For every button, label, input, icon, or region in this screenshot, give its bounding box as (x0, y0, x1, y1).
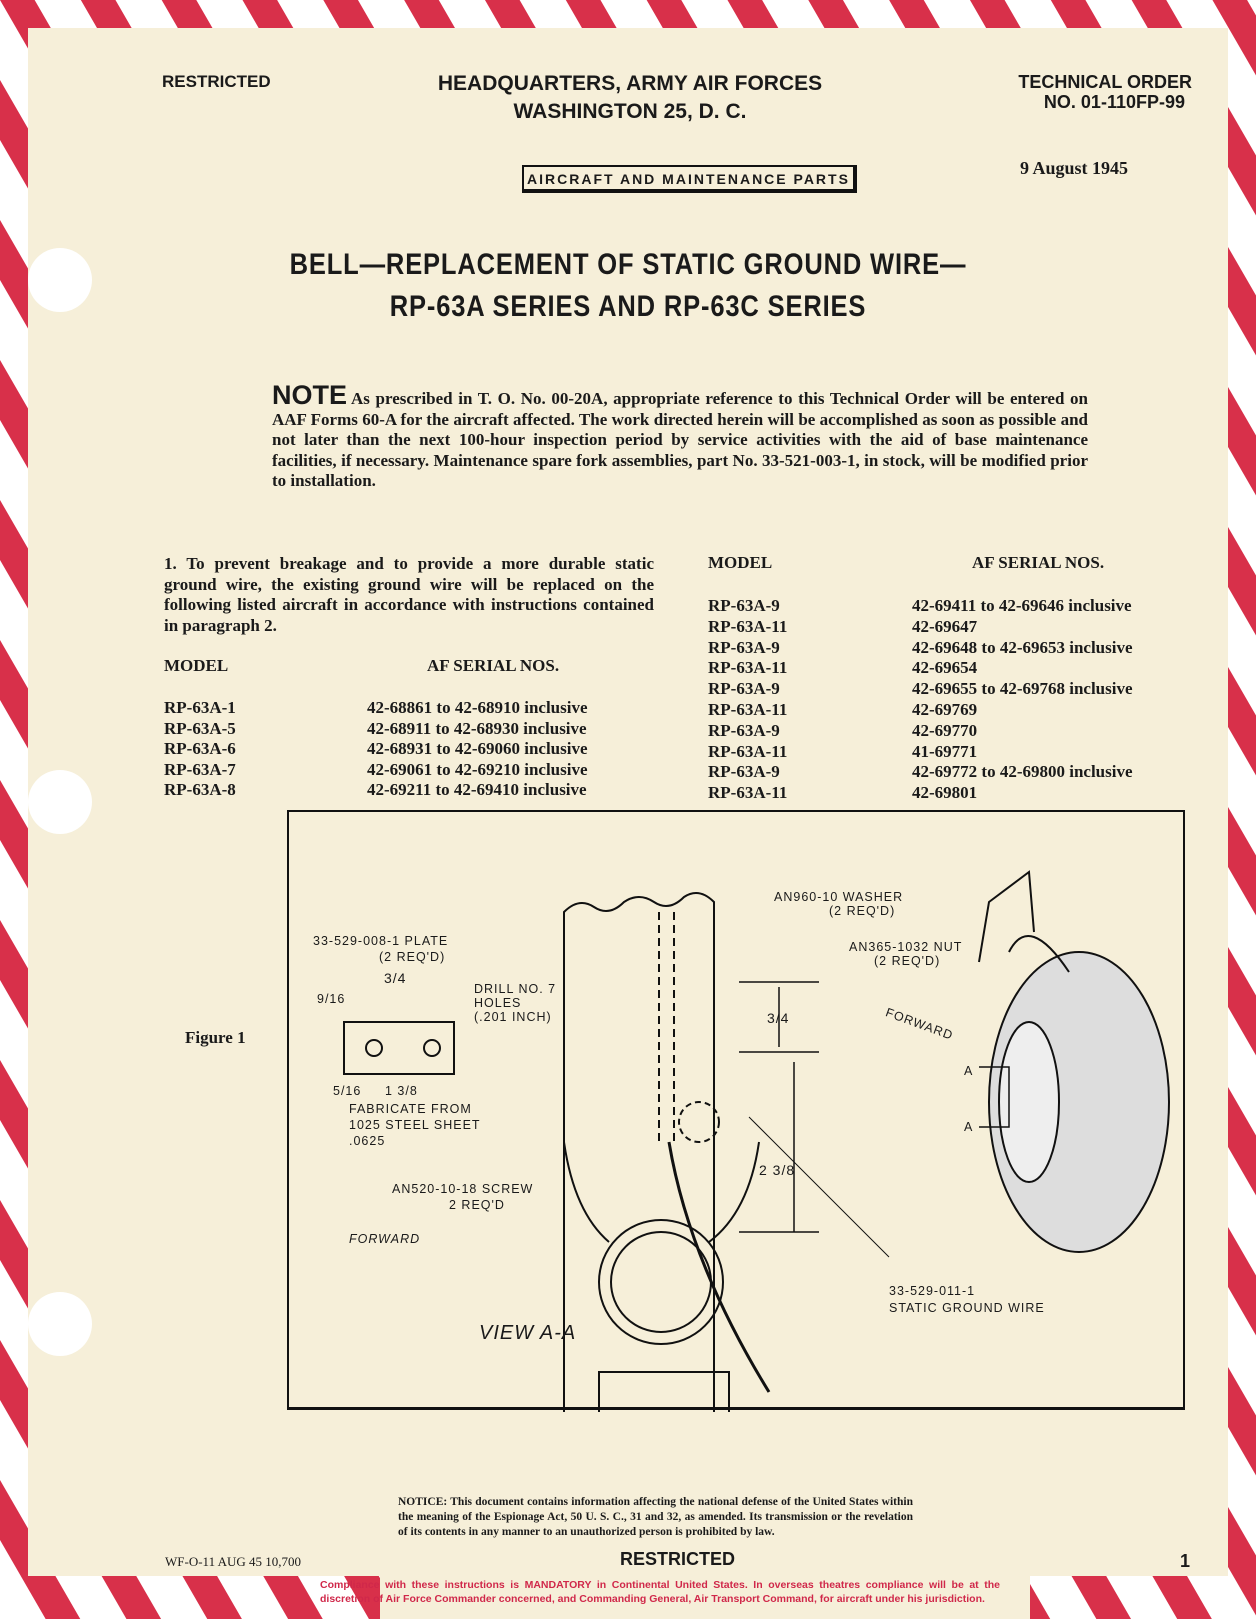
column-header-model: MODEL (708, 553, 773, 572)
section-a-bottom: A (964, 1120, 974, 1134)
dim-2-3-8: 2 3/8 (759, 1162, 796, 1178)
serial-cell: 42-69772 to 42-69800 inclusive (912, 762, 1133, 782)
title-line2: RP-63A SERIES AND RP-63C SERIES (389, 290, 867, 323)
dim-5-16: 5/16 (333, 1084, 362, 1098)
screw-label: AN520-10-18 SCREW (392, 1182, 534, 1196)
title-line1: BELL—REPLACEMENT OF STATIC GROUND WIRE— (289, 248, 967, 281)
fabricate-1: FABRICATE FROM (349, 1102, 472, 1116)
hole-size-label: (.201 INCH) (474, 1010, 552, 1024)
dim-3-4: 3/4 (384, 970, 407, 986)
model-cell: RP-63A-9 (708, 720, 780, 740)
model-cell: RP-63A-8 (164, 780, 236, 800)
nut-label: AN365-1032 NUT (849, 940, 963, 954)
wire-part: 33-529-011-1 (889, 1284, 976, 1298)
to-number: NO. 01-110FP-99 (1043, 92, 1185, 112)
note-text: As prescribed in T. O. No. 00-20A, appro… (272, 389, 1088, 490)
serial-cell: 42-68861 to 42-68910 inclusive (367, 698, 588, 717)
serial-cell: 42-69061 to 42-69210 inclusive (367, 759, 588, 779)
model-cell: RP-63A-11 (708, 783, 788, 803)
dim-1-3-8: 1 3/8 (385, 1084, 418, 1098)
hole-punch (28, 770, 92, 834)
hole-punch (28, 1292, 92, 1356)
model-cell: RP-63A-11 (708, 741, 788, 761)
column-header-serial: AF SERIAL NOS. (972, 553, 1105, 572)
hq-line1: HEADQUARTERS, ARMY AIR FORCES (437, 72, 823, 95)
drill-label: DRILL NO. 7 (474, 982, 557, 996)
model-cell: RP-63A-11 (708, 700, 788, 719)
to-label: TECHNICAL ORDER (1018, 72, 1192, 92)
fabricate-3: .0625 (349, 1134, 386, 1148)
compliance-notice: Compliance with these instructions is MA… (320, 1579, 1000, 1605)
serial-cell: 42-69411 to 42-69646 inclusive (912, 596, 1132, 615)
model-cell: RP-63A-7 (164, 759, 236, 779)
model-cell: RP-63A-5 (164, 718, 236, 738)
model-cell: RP-63A-6 (164, 739, 236, 759)
forward-left: FORWARD (349, 1232, 421, 1246)
landing-gear-drawing (343, 870, 1170, 1412)
dim-3-4-b: 3/4 (767, 1010, 790, 1026)
serial-cell: 42-69769 (912, 700, 978, 719)
serial-cell: 42-69211 to 42-69410 inclusive (367, 780, 587, 800)
date: 9 August 1945 (1020, 158, 1129, 178)
serial-cell: 42-69801 (912, 783, 978, 803)
section-a-top: A (964, 1064, 974, 1078)
holes-label: HOLES (474, 996, 522, 1010)
model-cell: RP-63A-9 (708, 762, 780, 782)
serial-cell: 42-69647 (912, 616, 978, 636)
serial-cell: 42-69648 to 42-69653 inclusive (912, 637, 1133, 657)
hole-punch (28, 248, 92, 312)
screw-req: 2 REQ'D (449, 1198, 505, 1212)
washer-req: (2 REQ'D) (829, 904, 896, 918)
page-number: 1 (1180, 1551, 1191, 1571)
figure-caption: Figure 1 (185, 1028, 246, 1047)
model-cell: RP-63A-1 (164, 698, 236, 717)
model-cell: RP-63A-9 (708, 637, 780, 657)
serial-cell: 42-69770 (912, 720, 978, 740)
classification-top: RESTRICTED (162, 72, 271, 91)
wire-label: STATIC GROUND WIRE (889, 1301, 1045, 1315)
plate-label: 33-529-008-1 PLATE (313, 934, 449, 948)
model-cell: RP-63A-11 (708, 658, 788, 678)
nut-req: (2 REQ'D) (874, 954, 941, 968)
serial-cell: 41-69771 (912, 741, 978, 761)
classification-bottom: RESTRICTED (620, 1549, 736, 1569)
note-label: NOTE (272, 380, 348, 410)
hq-line2: WASHINGTON 25, D. C. (513, 100, 747, 123)
fabricate-2: 1025 STEEL SHEET (349, 1118, 481, 1132)
serial-cell: 42-68931 to 42-69060 inclusive (367, 739, 588, 759)
category-box: AIRCRAFT AND MAINTENANCE PARTS (522, 165, 857, 193)
model-cell: RP-63A-9 (708, 679, 780, 699)
serial-cell: 42-69654 (912, 658, 978, 678)
figure-1: 33-529-008-1 PLATE (2 REQ'D) 3/4 9/16 5/… (287, 810, 1185, 1412)
model-cell: RP-63A-9 (708, 596, 780, 615)
column-header-serial: AF SERIAL NOS. (427, 656, 560, 675)
washer-label: AN960-10 WASHER (774, 890, 904, 904)
dim-9-16: 9/16 (317, 992, 346, 1006)
view-label: VIEW A-A (479, 1322, 577, 1344)
plate-req: (2 REQ'D) (379, 950, 446, 964)
column-header-model: MODEL (164, 656, 229, 675)
model-cell: RP-63A-11 (708, 616, 788, 636)
serial-cell: 42-68911 to 42-68930 inclusive (367, 718, 587, 738)
print-code: WF-O-11 AUG 45 10,700 (165, 1554, 302, 1569)
paragraph-1: 1. To prevent breakage and to provide a … (164, 554, 654, 635)
serial-cell: 42-69655 to 42-69768 inclusive (912, 679, 1133, 699)
notice: NOTICE: This document contains informati… (398, 1496, 913, 1538)
